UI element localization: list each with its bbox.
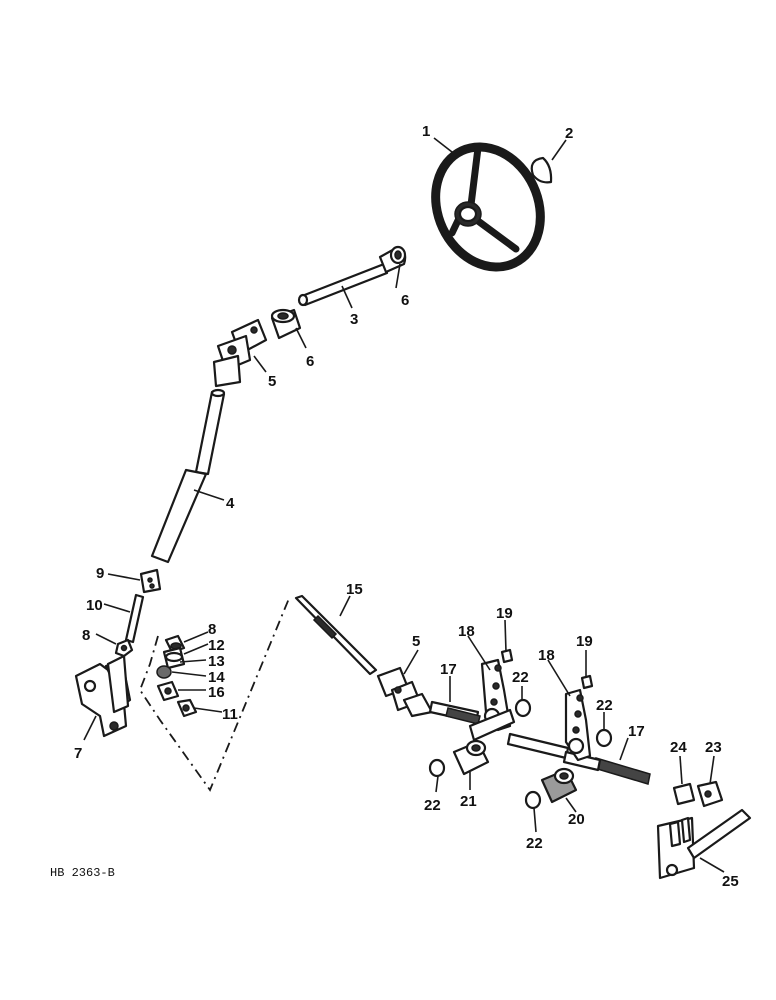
left-steering-arm xyxy=(468,658,516,742)
intermediate-shaft xyxy=(294,594,378,676)
callout-10: 10 xyxy=(86,597,103,614)
callout-14: 14 xyxy=(208,669,225,686)
callout-16: 16 xyxy=(208,684,225,701)
callout-labels: 1 2 3 6 6 5 4 9 10 8 8 12 13 14 16 11 7 … xyxy=(74,123,739,890)
callout-22: 22 xyxy=(526,835,543,852)
callout-4: 4 xyxy=(226,495,235,512)
lower-universal-joint xyxy=(376,666,434,718)
leader-lines xyxy=(83,137,725,873)
callout-22: 22 xyxy=(424,797,441,814)
callout-22: 22 xyxy=(596,697,613,714)
callout-17: 17 xyxy=(628,723,645,740)
callout-23: 23 xyxy=(705,739,722,756)
callout-18: 18 xyxy=(458,623,475,640)
callout-2: 2 xyxy=(565,125,573,142)
right-steering-arm xyxy=(564,688,592,762)
hardware-stack xyxy=(156,634,198,718)
spacer xyxy=(672,782,696,806)
callout-15: 15 xyxy=(346,581,363,598)
callout-9: 9 xyxy=(96,565,104,582)
end-clamp xyxy=(696,780,724,808)
collar-left xyxy=(452,739,490,776)
callout-13: 13 xyxy=(208,653,225,670)
mounting-bracket xyxy=(656,808,752,880)
callout-6: 6 xyxy=(401,292,409,309)
callout-19: 19 xyxy=(576,633,593,650)
upper-steering-shaft xyxy=(297,262,389,307)
callout-21: 21 xyxy=(460,793,477,810)
callout-3: 3 xyxy=(350,311,358,328)
horn-cap xyxy=(530,156,553,184)
callout-24: 24 xyxy=(670,739,687,756)
callout-17: 17 xyxy=(440,661,457,678)
callout-1: 1 xyxy=(422,123,430,140)
collar-right xyxy=(540,767,578,804)
right-spring-shaft xyxy=(506,732,651,785)
phantom-line xyxy=(138,595,291,792)
column-bracket xyxy=(74,654,132,738)
upper-bushing xyxy=(378,245,407,274)
steering-wheel xyxy=(431,142,545,272)
pin xyxy=(124,593,145,644)
callout-19: 19 xyxy=(496,605,513,622)
lower-bushing xyxy=(270,308,302,340)
callout-25: 25 xyxy=(722,873,739,890)
snap-rings xyxy=(428,698,613,810)
set-screw-left xyxy=(500,648,514,664)
callout-5: 5 xyxy=(412,633,420,650)
callout-7: 7 xyxy=(74,745,82,762)
callout-6: 6 xyxy=(306,353,314,370)
callout-12: 12 xyxy=(208,637,225,654)
nut-left xyxy=(114,638,134,658)
steering-column-tube xyxy=(150,388,226,564)
callout-22: 22 xyxy=(512,669,529,686)
callout-18: 18 xyxy=(538,647,555,664)
upper-universal-joint xyxy=(212,318,268,388)
callout-11: 11 xyxy=(222,706,238,723)
callout-8: 8 xyxy=(82,627,90,644)
drawing-id: HB 2363-B xyxy=(50,866,115,880)
callout-20: 20 xyxy=(568,811,585,828)
callout-5: 5 xyxy=(268,373,276,390)
callout-8: 8 xyxy=(208,621,216,638)
set-screw-right xyxy=(580,674,594,690)
left-spring-shaft xyxy=(428,700,481,725)
coupling xyxy=(139,568,162,594)
